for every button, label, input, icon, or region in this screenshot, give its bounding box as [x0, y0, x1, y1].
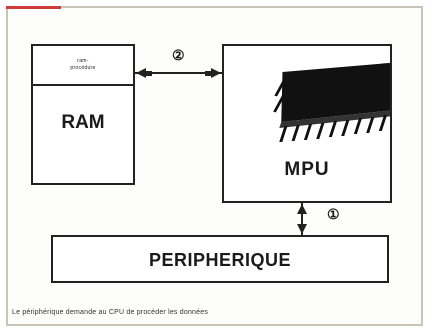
mpu-arrowhead	[211, 68, 221, 78]
mpu-label: MPU	[224, 159, 390, 181]
peripheral-label: PERIPHERIQUE	[53, 250, 387, 271]
figure-caption: Le périphérique demande au CPU de procéd…	[12, 309, 422, 316]
link-number-2: ②	[172, 47, 185, 64]
peripheral-box: PERIPHERIQUE	[51, 235, 389, 283]
ram-header-line1: ram-	[77, 58, 88, 65]
peripheral-arrowhead	[297, 224, 307, 234]
mpu-box: MPU	[222, 44, 392, 203]
ram-arrowhead	[136, 68, 146, 78]
ram-box: ram- procédure RAM	[31, 44, 135, 185]
ram-header-line2: procédure	[70, 65, 95, 72]
mpu-down-arrowhead	[297, 204, 307, 214]
link-number-1: ①	[327, 206, 340, 223]
ram-label: RAM	[33, 112, 133, 134]
chip-icon	[224, 52, 390, 162]
ram-header: ram- procédure	[33, 46, 133, 86]
